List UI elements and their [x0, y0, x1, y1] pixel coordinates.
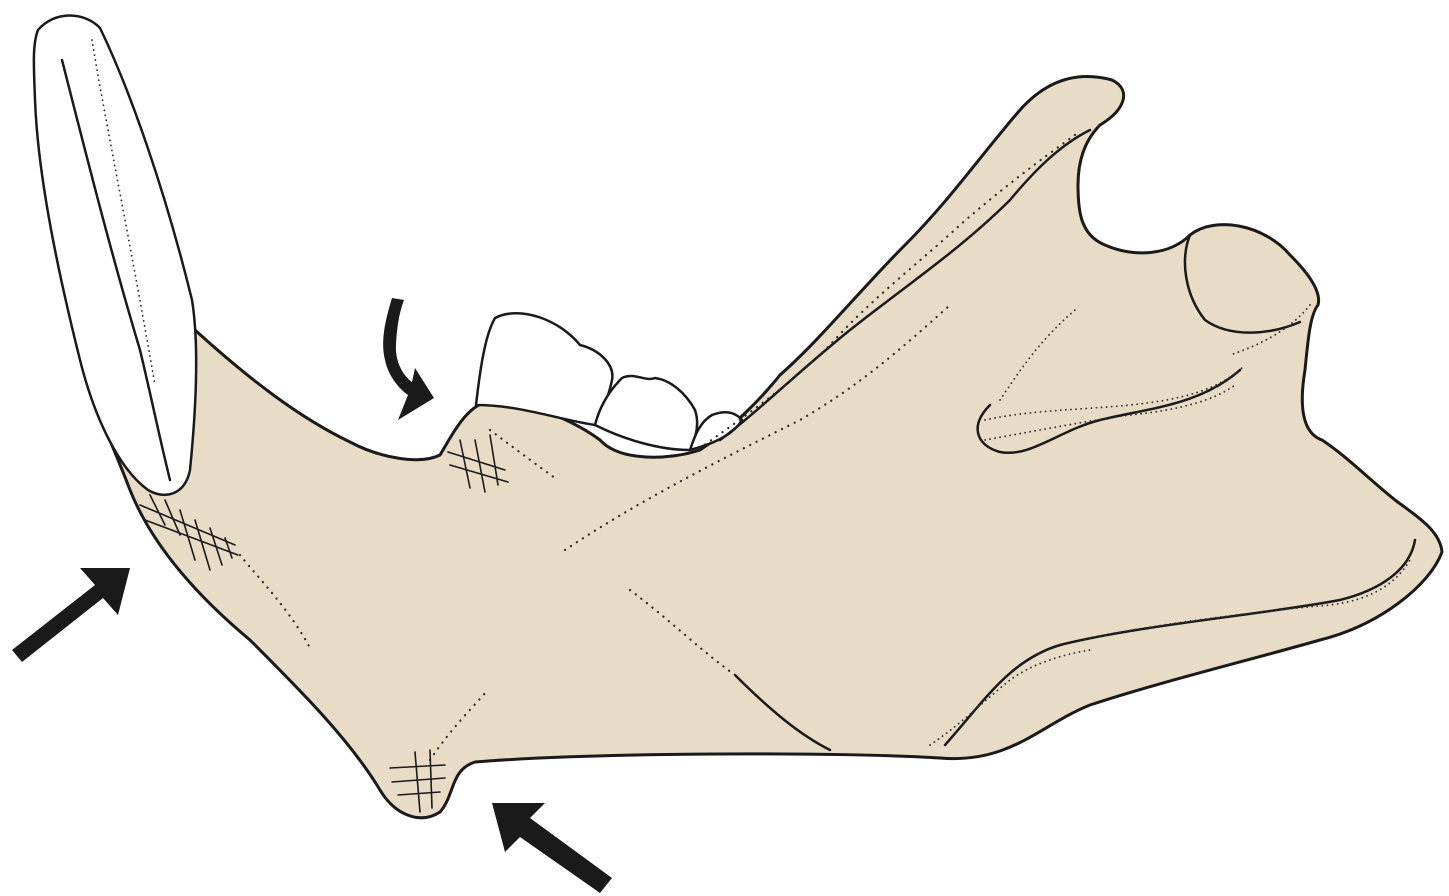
mandible-bone: [88, 77, 1442, 818]
incisor-tooth: [34, 16, 196, 495]
arrow-up-right-icon: [12, 568, 130, 662]
curved-arrow-icon: [383, 298, 434, 420]
arrow-up-left-icon: [492, 803, 612, 893]
